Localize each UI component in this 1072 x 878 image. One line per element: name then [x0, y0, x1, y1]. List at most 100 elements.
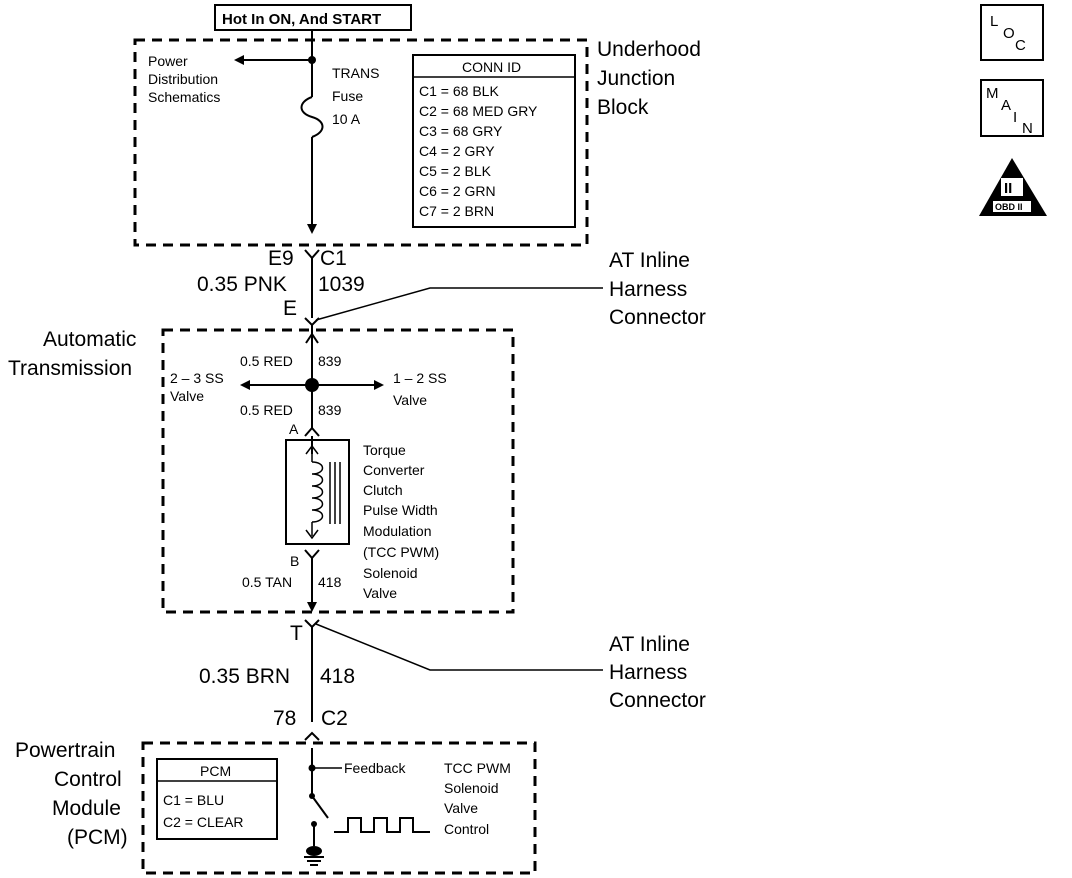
- solenoid-label-line: Torque: [363, 442, 406, 458]
- power-distribution-label: Power Distribution Schematics: [148, 53, 220, 105]
- loc-icon-letter: C: [1015, 37, 1026, 54]
- pin-b-label: B: [290, 553, 299, 569]
- obd-numeral: II: [1004, 180, 1012, 197]
- conn-id-row: C1 = 68 BLK: [419, 83, 499, 99]
- pin-t-label: T: [290, 622, 303, 645]
- power-condition-label: Hot In ON, And START: [214, 4, 412, 31]
- pcm-table: PCM C1 = BLU C2 = CLEAR: [156, 758, 278, 840]
- fuse-label-line: 10 A: [332, 111, 361, 127]
- fuse-label-line: Fuse: [332, 88, 363, 104]
- control-label-line: Valve: [444, 800, 478, 816]
- obd-ii-icon[interactable]: II OBD II: [979, 158, 1047, 216]
- wire-tan-circuit: 418: [318, 574, 342, 590]
- pcm-table-row: C2 = CLEAR: [163, 814, 244, 830]
- wire-brn-label: 0.35 BRN: [199, 665, 290, 688]
- loc-icon[interactable]: L O C: [980, 4, 1044, 61]
- power-condition-text: Hot In ON, And START: [222, 11, 381, 28]
- connector-e9-conn: C1: [320, 247, 347, 270]
- control-label-line: Control: [444, 821, 489, 837]
- underhood-title: Underhood Junction Block: [597, 38, 701, 119]
- conn-id-row: C4 = 2 GRY: [419, 143, 495, 159]
- control-label-line: Solenoid: [444, 780, 499, 796]
- control-label-line: TCC PWM: [444, 760, 511, 776]
- automatic-transmission-outline: [161, 328, 515, 614]
- pwm-switch: [311, 795, 329, 819]
- trans-fuse-symbol: [300, 96, 324, 138]
- ground-icon: [304, 846, 324, 866]
- main-icon[interactable]: M A I N: [980, 79, 1044, 137]
- tcc-pwm-solenoid-label: Torque Converter Clutch Pulse Width Modu…: [363, 442, 439, 601]
- pcm-title-line: (PCM): [67, 826, 128, 849]
- solenoid-label-line: Solenoid: [363, 565, 418, 581]
- underhood-title-line: Block: [597, 96, 649, 119]
- wire-red-bottom-label: 0.5 RED: [240, 402, 293, 418]
- solenoid-label-line: Converter: [363, 462, 425, 478]
- valve-1-2-ss-label: 1 – 2 SS Valve: [393, 370, 447, 408]
- connector-78-symbol: [304, 731, 320, 741]
- wire-red-top-circuit: 839: [318, 353, 342, 369]
- at-inline-line: Connector: [609, 689, 706, 712]
- pcm-outline: [141, 741, 537, 875]
- at-inline-line: Connector: [609, 306, 706, 329]
- connector-e9-symbol: [304, 249, 320, 260]
- at-inline-leader-2: [315, 623, 603, 671]
- pcm-title-line: Powertrain: [15, 739, 115, 762]
- connector-e9-pin: E9: [268, 247, 294, 270]
- main-icon-letter: A: [1001, 97, 1011, 114]
- at-inline-line: Harness: [609, 661, 687, 684]
- trans-fuse-label: TRANS Fuse 10 A: [332, 65, 379, 127]
- main-icon-letter: M: [986, 85, 999, 102]
- pin-e-label: E: [283, 297, 297, 320]
- conn-id-row: C2 = 68 MED GRY: [419, 103, 538, 119]
- feedback-label: Feedback: [344, 760, 406, 776]
- solenoid-label-line: Modulation: [363, 523, 432, 539]
- at-inline-connector-label-2: AT Inline Harness Connector: [609, 633, 706, 712]
- conn-id-table: CONN ID C1 = 68 BLK C2 = 68 MED GRY C3 =…: [412, 54, 576, 228]
- pin-a-label: A: [289, 421, 299, 437]
- valve-2-3-ss-label: 2 – 3 SS Valve: [170, 370, 224, 404]
- power-distribution-line: Schematics: [148, 89, 220, 105]
- conn-id-row: C5 = 2 BLK: [419, 163, 492, 179]
- valve-right-line: 1 – 2 SS: [393, 370, 447, 386]
- at-inline-connector-label-1: AT Inline Harness Connector: [609, 249, 706, 329]
- obd-label: OBD II: [995, 202, 1023, 212]
- solenoid-label-line: Clutch: [363, 482, 403, 498]
- power-distribution-line: Distribution: [148, 71, 218, 87]
- solenoid-label-line: Pulse Width: [363, 502, 438, 518]
- connector-b-symbol: [304, 549, 320, 560]
- main-icon-letter: N: [1022, 120, 1033, 137]
- at-inline-line: Harness: [609, 278, 687, 301]
- loc-icon-letter: O: [1003, 25, 1015, 42]
- pcm-title-line: Module: [52, 797, 121, 820]
- tcc-pwm-control-label: TCC PWM Solenoid Valve Control: [444, 760, 511, 837]
- wire-direction-arrow: [305, 332, 319, 344]
- pcm-title: Powertrain Control Module (PCM): [15, 739, 128, 849]
- loc-icon-letter: L: [990, 13, 998, 30]
- solenoid-label-line: (TCC PWM): [363, 544, 439, 560]
- underhood-junction-block-outline: [133, 38, 589, 247]
- solenoid-coil: [311, 461, 324, 523]
- solenoid-label-line: Valve: [363, 585, 397, 601]
- power-distribution-line: Power: [148, 53, 188, 69]
- pwm-waveform: [334, 817, 430, 833]
- wire-pnk-circuit: 1039: [318, 273, 365, 296]
- conn-id-row: C6 = 2 GRN: [419, 183, 496, 199]
- at-inline-leader-1: [315, 287, 603, 321]
- valve-right-line: Valve: [393, 392, 427, 408]
- wire-pnk-label: 0.35 PNK: [197, 273, 287, 296]
- conn-id-row: C7 = 2 BRN: [419, 203, 494, 219]
- pcm-table-row: C1 = BLU: [163, 792, 224, 808]
- transmission-title-line: Automatic: [43, 328, 136, 351]
- pcm-table-title: PCM: [200, 763, 231, 779]
- wire-brn-circuit: 418: [320, 665, 355, 688]
- at-inline-line: AT Inline: [609, 633, 690, 656]
- connector-78-conn: C2: [321, 707, 348, 730]
- transmission-title-line: Transmission: [8, 357, 132, 380]
- conn-id-row: C3 = 68 GRY: [419, 123, 503, 139]
- valve-left-line: Valve: [170, 388, 204, 404]
- transmission-title: Automatic Transmission: [8, 328, 136, 380]
- conn-id-title: CONN ID: [462, 59, 521, 75]
- connector-t-symbol: [304, 619, 320, 629]
- valve-left-line: 2 – 3 SS: [170, 370, 224, 386]
